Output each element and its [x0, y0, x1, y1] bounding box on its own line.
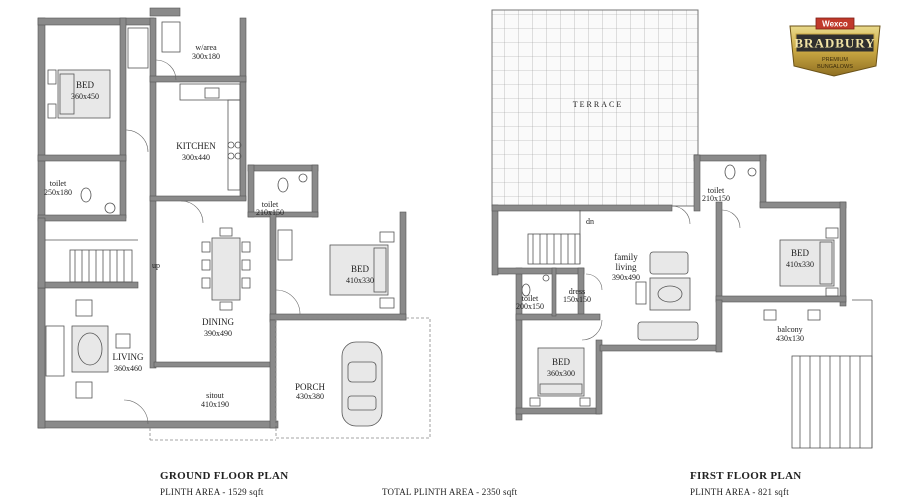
ground-floor-plan: BED 360x450 w/area 300x180 KITCHEN 300x4… — [37, 7, 431, 441]
logo-tagline-2: BUNGALOWS — [817, 64, 853, 70]
first-toilet1-name: toilet — [708, 186, 725, 195]
ground-dining-size: 390x490 — [204, 329, 232, 338]
logo-brand: BRADBURY — [794, 36, 875, 51]
ground-toilet1-name: toilet — [50, 179, 67, 188]
balcony-railing — [791, 299, 873, 449]
ground-bed1-size: 360x450 — [71, 92, 99, 101]
first-floor-plan: TERRACE toilet 210x150 dn family living … — [491, 9, 873, 449]
first-floor-title: FIRST FLOOR PLAN — [690, 470, 802, 482]
ground-kitchen-name: KITCHEN — [176, 141, 216, 151]
car — [341, 341, 383, 427]
first-floor-plinth: PLINTH AREA - 821 sqft — [690, 487, 789, 497]
logo-tagline-1: PREMIUM — [822, 57, 848, 63]
first-family-name-1: family — [614, 252, 638, 262]
ground-toilet2-size: 210x150 — [256, 208, 284, 217]
first-balcony-size: 430x130 — [776, 334, 804, 343]
first-toilet2-name: toilet — [522, 294, 539, 303]
ground-bed2-size: 410x330 — [346, 276, 374, 285]
ground-floor-plinth: PLINTH AREA - 1529 sqft — [160, 487, 264, 497]
ground-bed1-name: BED — [76, 80, 95, 90]
ground-dining-name: DINING — [202, 317, 234, 327]
ground-stair-note: up — [152, 261, 160, 270]
first-toilet2-size: 200x150 — [516, 302, 544, 311]
first-dress-name: dress — [569, 287, 585, 296]
ground-staircase — [45, 239, 138, 283]
ground-kitchen-size: 300x440 — [182, 153, 210, 162]
ground-living-name: LIVING — [113, 352, 144, 362]
dining-table — [201, 227, 251, 311]
first-stair-note: dn — [586, 217, 594, 226]
ground-sitout-size: 410x190 — [201, 400, 229, 409]
ground-living-size: 360x460 — [114, 364, 142, 373]
ground-sitout-name: sitout — [206, 391, 225, 400]
first-bed1-name: BED — [791, 248, 810, 258]
first-family-size: 390x490 — [612, 273, 640, 282]
ground-toilet2-name: toilet — [262, 200, 279, 209]
first-balcony-name: balcony — [777, 325, 802, 334]
first-bed2-size: 360x300 — [547, 369, 575, 378]
terrace-area — [491, 9, 699, 207]
first-bed1-size: 410x330 — [786, 260, 814, 269]
first-bed2-name: BED — [552, 357, 571, 367]
first-family-name-2: living — [615, 262, 637, 272]
ground-warea-size: 300x180 — [192, 52, 220, 61]
first-terrace-name: TERRACE — [573, 100, 623, 109]
first-toilet1-size: 210x150 — [702, 194, 730, 203]
first-dress-size: 150x150 — [563, 295, 591, 304]
total-plinth-area: TOTAL PLINTH AREA - 2350 sqft — [382, 487, 518, 497]
ground-porch-name: PORCH — [295, 382, 326, 392]
first-staircase — [527, 210, 581, 265]
bradbury-logo: Wexco BRADBURY PREMIUM BUNGALOWS — [789, 17, 881, 77]
logo-maker: Wexco — [822, 20, 848, 29]
ground-porch-size: 430x380 — [296, 392, 324, 401]
ground-bed2-name: BED — [351, 264, 370, 274]
ground-toilet1-size: 250x180 — [44, 188, 72, 197]
ground-floor-title: GROUND FLOOR PLAN — [160, 470, 289, 482]
ground-warea-name: w/area — [195, 43, 217, 52]
